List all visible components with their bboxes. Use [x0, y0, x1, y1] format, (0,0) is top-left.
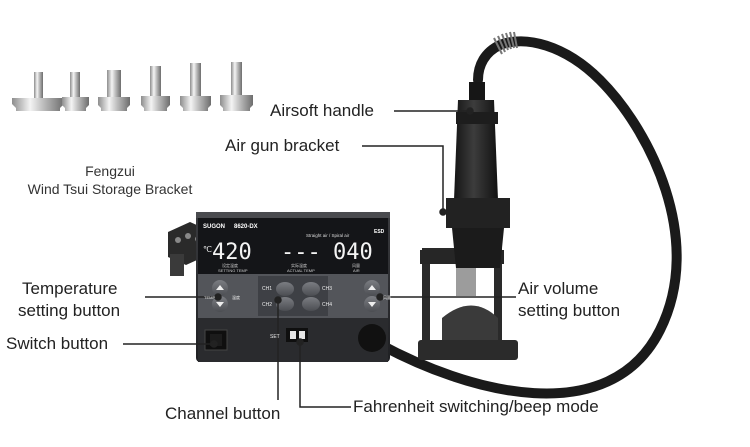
- leader-lines: [123, 107, 516, 408]
- label-airsoft-handle: Airsoft handle: [270, 101, 374, 120]
- label-air-gun-bracket: Air gun bracket: [225, 136, 340, 155]
- label-switch-button: Switch button: [6, 334, 109, 353]
- nozzle: [220, 62, 253, 111]
- ch2-label: CH2: [262, 302, 272, 308]
- air-display: 040: [333, 240, 373, 265]
- nozzle: [62, 72, 89, 111]
- ch1-button[interactable]: [276, 282, 294, 296]
- label-fengzui: Fengzui: [85, 163, 135, 179]
- temp-key-cn: 温度: [232, 294, 240, 300]
- label-wind-tsui: Wind Tsui Storage Bracket: [27, 181, 193, 197]
- ch3-button[interactable]: [302, 282, 320, 296]
- ch1-label: CH1: [262, 286, 272, 292]
- hose-spring: [493, 31, 518, 55]
- model-label: 8620-DX: [234, 224, 258, 230]
- set-key-label: SET: [270, 334, 280, 340]
- nozzle: [180, 63, 211, 111]
- set-temp-display: 420: [212, 240, 252, 265]
- nozzle: [98, 70, 130, 111]
- label-channel-button: Channel button: [165, 404, 281, 423]
- air-hose: [367, 36, 682, 399]
- air-cn: 风量: [352, 262, 360, 268]
- mode-label: Straight air / Spiral air: [306, 233, 350, 238]
- leader-air-gun-bracket: [362, 145, 444, 212]
- label-fahrenheit: Fahrenheit switching/beep mode: [353, 397, 599, 416]
- nozzle-set: [12, 62, 253, 111]
- air-keys: [364, 280, 380, 312]
- station-body: [196, 212, 390, 362]
- label-air-volume-2: setting button: [518, 301, 621, 320]
- temp-key-label: TEMP: [204, 295, 215, 300]
- ch3-label: CH3: [322, 286, 332, 292]
- label-air-volume-1: Air volume: [518, 279, 599, 298]
- air-key-cn: 风量: [383, 294, 391, 300]
- air-label: AIR: [353, 268, 360, 273]
- esd-label: ESD: [374, 229, 385, 235]
- celsius-symbol: ℃: [203, 245, 212, 254]
- actual-temp-display: ---: [281, 240, 321, 265]
- leader-fahrenheit: [299, 342, 351, 408]
- setting-temp-cn: 设定温度: [222, 262, 238, 268]
- label-temperature-1: Temperature: [22, 279, 118, 298]
- ch4-label: CH4: [322, 302, 332, 308]
- brand-label: SUGON: [203, 224, 225, 230]
- actual-temp-cn: 实际温度: [291, 262, 307, 268]
- ch4-button[interactable]: [302, 297, 320, 311]
- setting-temp-label: SETTING TEMP: [218, 268, 248, 273]
- actual-temp-label: ACTUAL TEMP: [287, 268, 315, 273]
- nozzle: [12, 72, 64, 111]
- label-temperature-2: setting button: [18, 301, 121, 320]
- nozzle: [141, 66, 170, 111]
- airsoft-handle: [446, 82, 510, 296]
